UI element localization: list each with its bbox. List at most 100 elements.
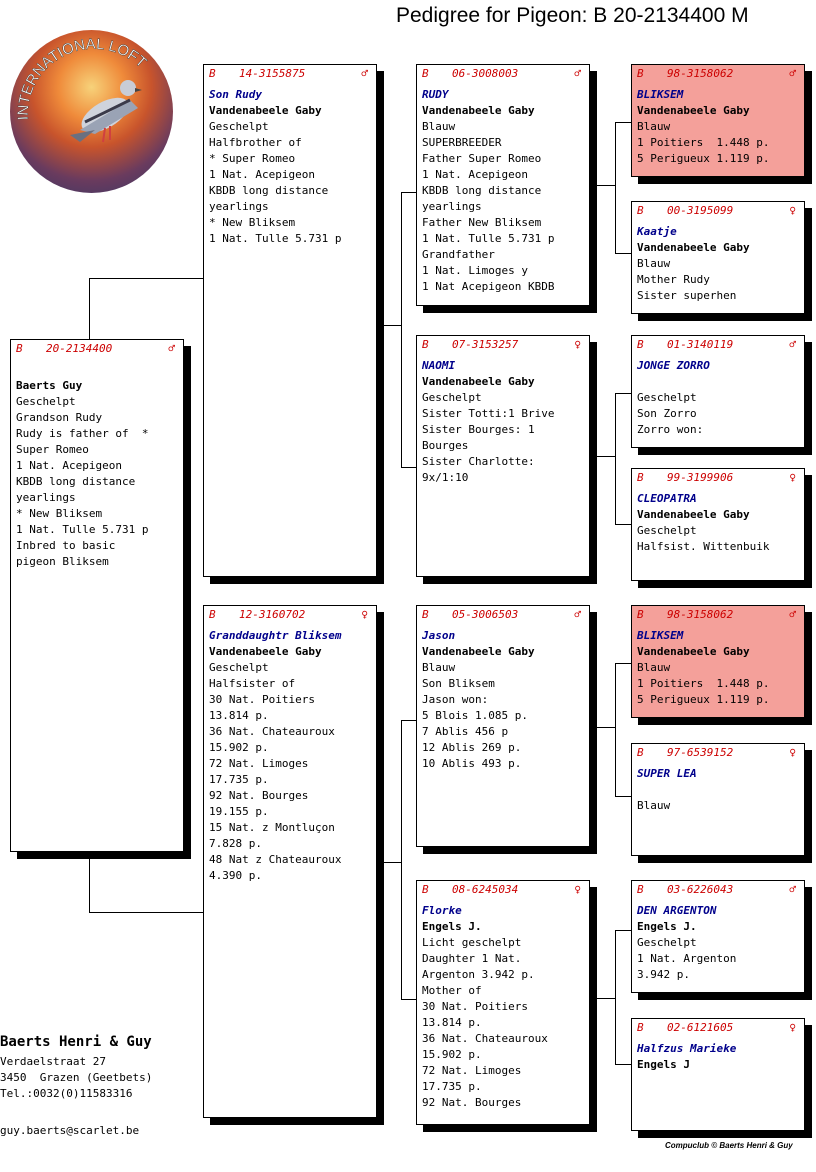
breeder-name: Vandenabeele Gaby — [209, 645, 322, 658]
ring-number: 98-3158062 — [667, 67, 734, 80]
info-line: 92 Nat. Bourges — [422, 1096, 522, 1109]
sex-icon: ♀ — [574, 338, 581, 351]
ring-number: 98-3158062 — [667, 608, 734, 621]
info-line: Father New Bliksem — [422, 216, 542, 229]
ring-number: 01-3140119 — [667, 338, 734, 351]
ring-number: 06-3008003 — [452, 67, 519, 80]
connector — [615, 663, 632, 664]
breeder-name — [637, 374, 799, 390]
info-line: 1 Nat. Tulle 5.731 p — [16, 523, 149, 536]
loft-logo: INTERNATIONAL LOFT — [10, 30, 173, 193]
phone-line: Tel.:0032(0)11583316 — [0, 1087, 133, 1100]
info-line: * New Bliksem — [16, 507, 103, 520]
info-line: 12 Ablis 269 p. — [422, 741, 522, 754]
info-line: 3.942 p. — [637, 968, 690, 981]
info-line: Mother Rudy — [637, 273, 710, 286]
info-line: Father Super Romeo — [422, 152, 542, 165]
breeder-name: Vandenabeele Gaby — [422, 375, 535, 388]
country-code: B — [637, 338, 644, 351]
sex-icon: ♂ — [574, 608, 581, 621]
country-code: B — [637, 608, 644, 621]
sex-icon: ♀ — [789, 204, 796, 217]
info-line: Grandson Rudy — [16, 411, 103, 424]
country-code: B — [637, 883, 644, 896]
connector — [615, 122, 616, 254]
info-line: 1 Nat. Limoges y — [422, 264, 528, 277]
connector — [401, 192, 402, 468]
connector — [615, 930, 632, 931]
connector — [89, 278, 204, 279]
info-line: 36 Nat. Chateauroux — [209, 725, 335, 738]
info-line: Geschelpt — [422, 391, 482, 404]
pigeon-name: Son Rudy — [209, 88, 262, 101]
info-line: Super Romeo — [16, 443, 89, 456]
info-line: 5 Blois 1.085 p. — [422, 709, 528, 722]
info-line: 1 Poitiers 1.448 p. — [637, 136, 770, 149]
connector — [590, 185, 616, 186]
sex-icon: ♀ — [789, 1021, 796, 1034]
info-line: 1 Nat. Acepigeon — [422, 168, 528, 181]
pigeon-name: JONGE ZORRO — [637, 359, 710, 372]
info-line: Sister Totti:1 Brive — [422, 407, 555, 420]
info-line: Halfbrother of — [209, 136, 302, 149]
info-line: Argenton 3.942 p. — [422, 968, 535, 981]
info-line: Geschelpt — [209, 661, 269, 674]
pigeon-name: Jason — [422, 629, 456, 642]
connector — [590, 727, 616, 728]
connector — [401, 720, 402, 1000]
country-code: B — [209, 608, 216, 621]
pigeon-name: Kaatje — [637, 225, 677, 238]
owner-address: Baerts Henri & Guy Verdaelstraat 27 3450… — [0, 1034, 152, 1102]
connector — [615, 1064, 632, 1065]
ring-number: 20-2134400 — [46, 342, 113, 355]
info-line: 5 Perigueux 1.119 p. — [637, 693, 770, 706]
info-line: pigeon Bliksem — [16, 555, 109, 568]
info-line: Bourges — [422, 439, 469, 452]
connector — [401, 720, 417, 721]
pigeon-name: BLIKSEM — [637, 629, 684, 642]
pigeon-name: Granddaughtr Bliksem — [209, 629, 342, 642]
connector — [89, 852, 90, 913]
info-line: 36 Nat. Chateauroux — [422, 1032, 548, 1045]
email-link[interactable]: guy.baerts@scarlet.be — [0, 1124, 140, 1137]
info-line: yearlings — [422, 200, 482, 213]
owner-name: Baerts Henri & Guy — [0, 1034, 152, 1050]
info-line: 19.155 p. — [209, 805, 269, 818]
country-code: B — [422, 67, 429, 80]
info-line: Halfsist. Wittenbuik — [637, 540, 770, 553]
info-line: 13.814 p. — [209, 709, 269, 722]
info-line: Geschelpt — [637, 936, 697, 949]
breeder-name: Engels J. — [637, 920, 697, 933]
breeder-name: Vandenabeele Gaby — [422, 645, 535, 658]
info-line: Blauw — [637, 257, 671, 270]
sex-icon: ♀ — [361, 608, 368, 621]
connector — [376, 862, 402, 863]
info-line: Sister Bourges: 1 — [422, 423, 535, 436]
info-line: Geschelpt — [209, 120, 269, 133]
info-line: Blauw — [637, 799, 671, 812]
